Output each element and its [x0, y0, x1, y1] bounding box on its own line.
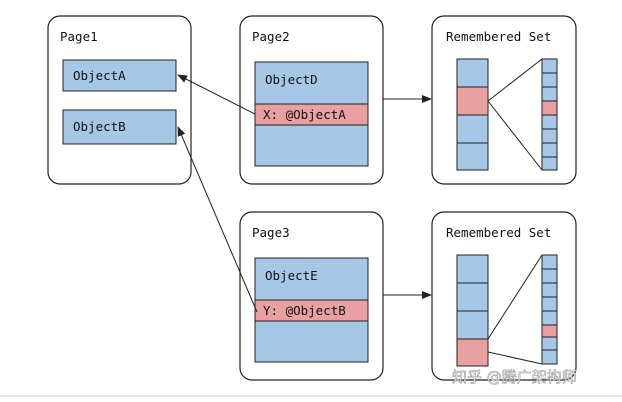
reference-x-label: X: @ObjectA [263, 107, 346, 122]
rs-bottom-card [541, 296, 558, 312]
rs-bottom-entry-highlighted [456, 338, 489, 367]
rs-top-fan-line [487, 100, 543, 171]
rs-top-card [541, 58, 558, 74]
rs-top-entry [456, 114, 489, 144]
object-e-label: ObjectE [265, 268, 318, 283]
rs-top-card [541, 72, 558, 88]
page1: Page1 ObjectA ObjectB [47, 15, 192, 185]
rs-top-card-column [541, 58, 558, 171]
rs-bottom-card-table [456, 254, 489, 367]
reference-x-slot [254, 103, 369, 126]
rs-top-card [541, 86, 558, 102]
object-a-box [62, 59, 177, 92]
rs-bottom-card-dirty [541, 324, 558, 338]
rs-bottom-entry [456, 282, 489, 312]
page3: Page3 ObjectE Y: @ObjectB [239, 211, 384, 381]
rs-bottom-entry [456, 310, 489, 340]
page1-title: Page1 [60, 29, 98, 44]
page3-title: Page3 [252, 225, 290, 240]
rs-top-entry [456, 142, 489, 171]
rs-top-card [541, 142, 558, 158]
rs-top-entry-highlighted [456, 86, 489, 116]
rs-bottom-card [541, 282, 558, 298]
page2: Page2 ObjectD X: @ObjectA [239, 15, 384, 185]
rs-bottom-fan-line [487, 254, 543, 340]
remembered-set-top: Remembered Set [431, 15, 577, 185]
remembered-set-top-title: Remembered Set [446, 29, 551, 44]
object-d-label: ObjectD [265, 72, 318, 87]
rs-top-card-table [456, 58, 489, 171]
page2-title: Page2 [252, 29, 290, 44]
arrow-y-to-object-b [177, 126, 258, 313]
rs-top-fan-line [487, 58, 543, 102]
watermark-text: 知乎 @腾广架构师 [452, 368, 577, 386]
remembered-set-bottom-title: Remembered Set [446, 225, 551, 240]
rs-bottom-card [541, 310, 558, 326]
rs-bottom-entry [456, 254, 489, 284]
rs-top-card [541, 114, 558, 130]
rs-top-card [541, 128, 558, 144]
arrow-x-to-object-a [177, 74, 256, 115]
rs-top-card-dirty [541, 100, 558, 116]
rs-bottom-fan-line [487, 351, 543, 365]
rs-top-card [541, 156, 558, 171]
rs-bottom-card [541, 336, 558, 351]
remembered-set-bottom: Remembered Set [431, 211, 577, 381]
object-a-label: ObjectA [73, 68, 126, 83]
rs-bottom-card-column [541, 254, 558, 365]
reference-y-slot [254, 299, 369, 322]
object-b-label: ObjectB [73, 119, 126, 134]
rs-bottom-card [541, 254, 558, 270]
rs-top-entry [456, 58, 489, 88]
reference-y-label: Y: @ObjectB [263, 303, 346, 318]
rs-bottom-card [541, 349, 558, 365]
rs-bottom-card [541, 268, 558, 284]
object-b-box [62, 109, 177, 145]
